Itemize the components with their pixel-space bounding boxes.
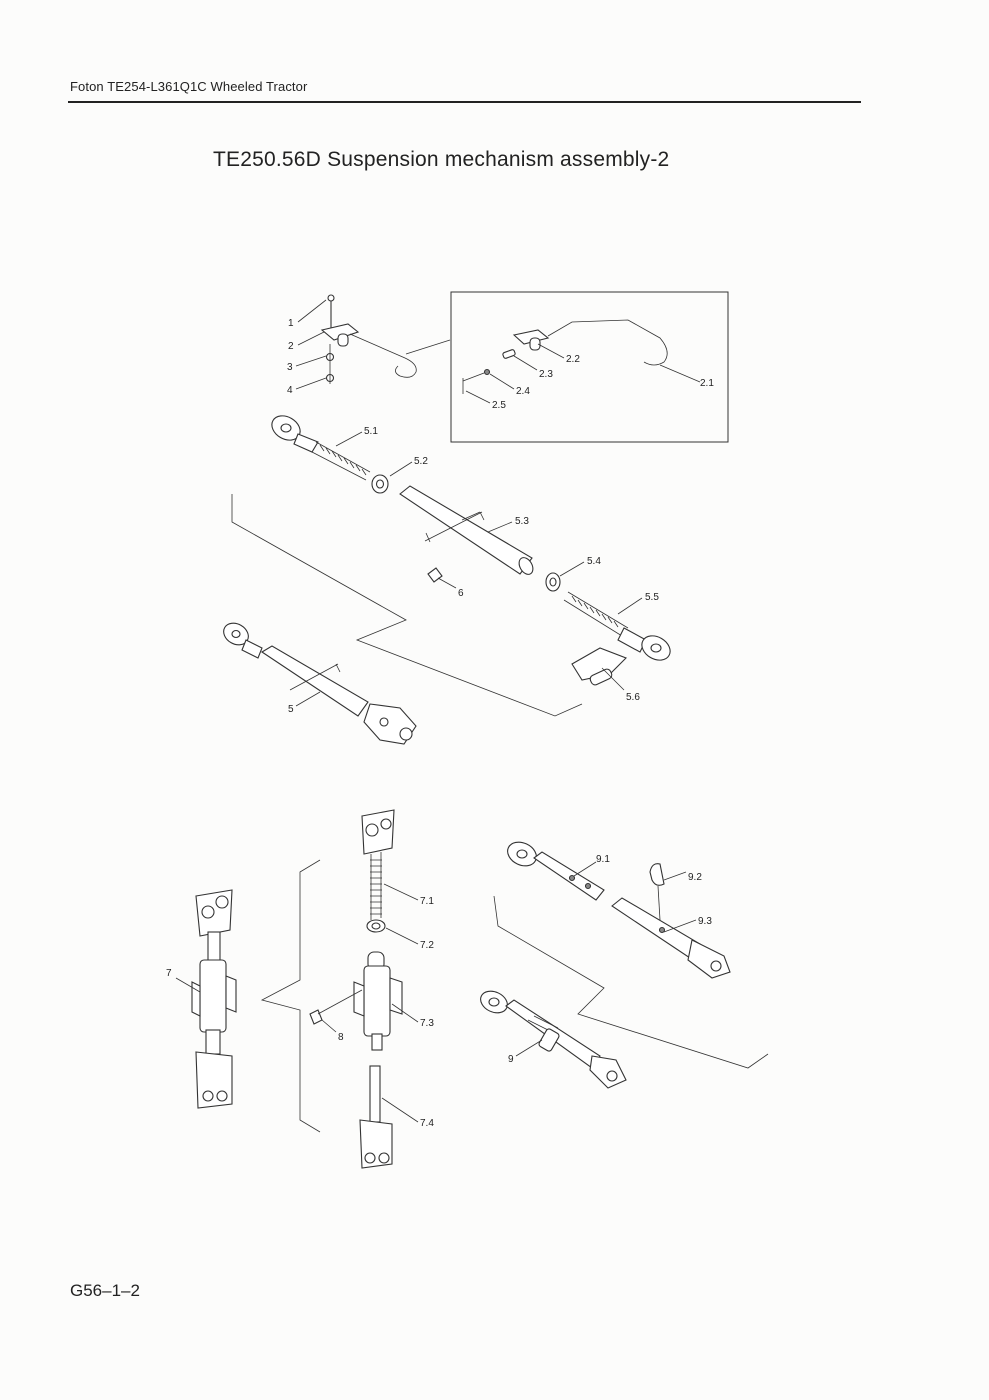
callout-leaders-top-left: [295, 299, 451, 390]
callout-2: 2: [288, 341, 294, 352]
callout-7: 7: [166, 968, 172, 979]
bracket-detail-parts: [462, 319, 668, 394]
callout-6: 6: [458, 588, 464, 599]
callout-9-1: 9.1: [596, 854, 610, 865]
lift-rod-assembled: [191, 889, 237, 1109]
callout-5-2: 5.2: [414, 456, 428, 467]
callout-leaders-detail: [465, 343, 701, 404]
callout-8: 8: [338, 1032, 344, 1043]
leader-7: [175, 977, 201, 993]
callout-2-5: 2.5: [492, 400, 506, 411]
callout-2-1: 2.1: [700, 378, 714, 389]
callout-5-3: 5.3: [515, 516, 529, 527]
callout-2-2: 2.2: [566, 354, 580, 365]
callout-leaders-top-link: [335, 431, 643, 691]
callout-9-3: 9.3: [698, 916, 712, 927]
bracket-assembly-2: [320, 294, 417, 384]
document-header: Foton TE254-L361Q1C Wheeled Tractor: [70, 79, 308, 94]
callout-5: 5: [288, 704, 294, 715]
callout-4: 4: [287, 385, 293, 396]
callout-labels: 1 2 3 4 2.1 2.2 2.3 2.4 2.5 5.1 5.2 5.3 …: [166, 318, 714, 1129]
top-link-assembled: [223, 622, 417, 745]
callout-2-3: 2.3: [539, 369, 553, 380]
lower-link-assembled: [480, 990, 627, 1089]
callout-7-4: 7.4: [420, 1118, 434, 1129]
detail-box: [450, 291, 729, 443]
callout-1: 1: [288, 318, 294, 329]
bracket-lower-link: [493, 895, 769, 1069]
top-link-exploded: [271, 415, 671, 686]
callout-2-4: 2.4: [516, 386, 530, 397]
callout-5-1: 5.1: [364, 426, 378, 437]
callout-7-3: 7.3: [420, 1018, 434, 1029]
callout-5-4: 5.4: [587, 556, 601, 567]
callout-leaders-lower-link: [573, 861, 697, 933]
callout-9: 9: [508, 1054, 514, 1065]
page-code: G56–1–2: [70, 1281, 140, 1300]
leader-9: [515, 1039, 543, 1057]
callout-leaders-lift-rod: [317, 883, 419, 1123]
bracket-lift-rod: [260, 859, 321, 1133]
callout-5-5: 5.5: [645, 592, 659, 603]
callout-5-6: 5.6: [626, 692, 640, 703]
diagram-title: TE250.56D Suspension mechanism assembly-…: [213, 148, 670, 171]
callout-9-2: 9.2: [688, 872, 702, 883]
lower-link-exploded: [507, 841, 731, 979]
bracket-top-link: [231, 494, 583, 717]
leader-5: [295, 691, 321, 707]
header-rule: [68, 101, 861, 103]
lift-rod-exploded: [309, 809, 403, 1169]
callout-7-2: 7.2: [420, 940, 434, 951]
callout-7-1: 7.1: [420, 896, 434, 907]
callout-3: 3: [287, 362, 293, 373]
